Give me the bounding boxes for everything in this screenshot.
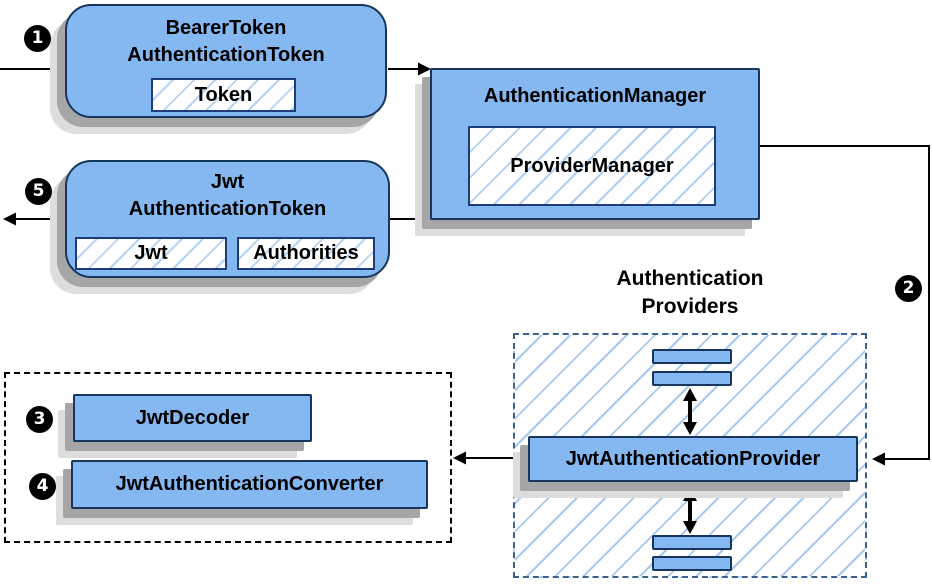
field-jwt: Jwt (75, 237, 227, 270)
provider-placeholder-bar (652, 349, 732, 364)
jwt-token-title-line2: AuthenticationToken (128, 198, 327, 220)
step-badge-3: 3 (26, 406, 53, 433)
jwt-token-title-line1: Jwt (210, 171, 245, 193)
provider-placeholder-bar (652, 556, 732, 571)
bearer-token-title-line2: AuthenticationToken (127, 44, 325, 66)
node-jwt-authentication-converter: JwtAuthenticationConverter (71, 460, 428, 509)
arrowhead-exit-icon (3, 212, 16, 226)
step-badge-5: 5 (25, 178, 52, 205)
arrowhead-into-provider-icon (872, 452, 885, 466)
node-authentication-manager: AuthenticationManager ProviderManager (430, 68, 760, 220)
bearer-token-title-line1: BearerToken (165, 17, 287, 39)
field-authorities: Authorities (237, 237, 375, 270)
providers-label-line2: Providers (641, 295, 739, 318)
arrowhead-into-decoder-group-icon (453, 451, 466, 465)
node-jwt-authentication-token: Jwt AuthenticationToken Jwt Authorities (65, 160, 390, 278)
node-jwt-decoder: JwtDecoder (73, 394, 312, 442)
step-badge-1: 1 (24, 25, 51, 52)
field-token: Token (151, 78, 296, 112)
step-badge-2: 2 (895, 275, 922, 302)
providers-label-line1: Authentication (616, 267, 764, 290)
node-jwt-authentication-provider: JwtAuthenticationProvider (528, 436, 858, 482)
provider-placeholder-bar (652, 371, 732, 386)
authentication-manager-title: AuthenticationManager (483, 85, 707, 107)
authentication-providers-label: Authentication Providers (545, 265, 835, 321)
provider-placeholder-bar (652, 535, 732, 550)
node-bearer-token-authentication-token: BearerToken AuthenticationToken Token (65, 4, 387, 118)
field-provider-manager: ProviderManager (468, 126, 716, 206)
step-badge-4: 4 (29, 473, 56, 500)
